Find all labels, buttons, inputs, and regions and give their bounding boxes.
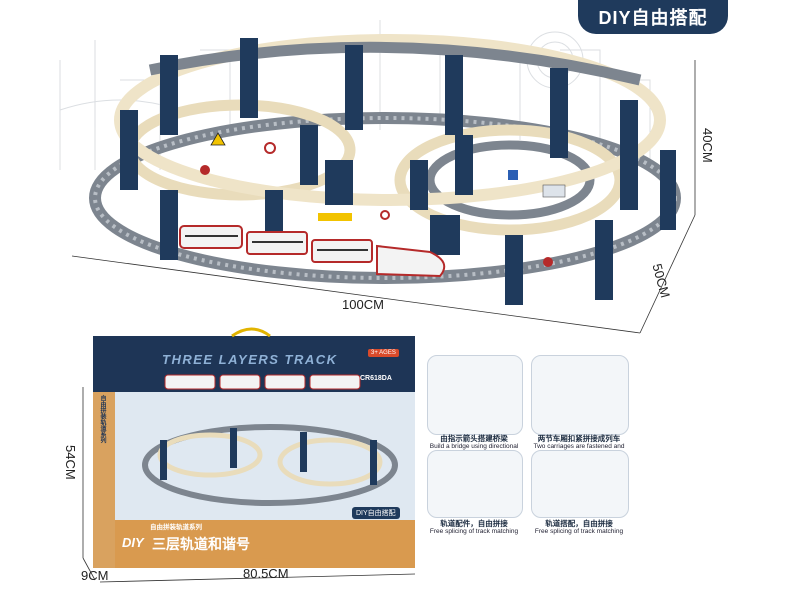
- box-model-number: CR618DA: [360, 375, 392, 382]
- dimension-lines: [71, 60, 696, 583]
- feature-caption-track-parts-cn: 轨道配件，自由拼接: [440, 519, 508, 528]
- dimension-box-depth: 9CM: [81, 568, 109, 583]
- feature-caption-track-matching-cn: 轨道搭配，自由拼接: [545, 519, 613, 528]
- feature-panel-carriages: [531, 355, 629, 435]
- box-product-name: 三层轨道和谐号: [152, 536, 250, 552]
- feature-caption-carriages-cn: 两节车厢扣紧拼接成列车: [537, 434, 621, 443]
- dimension-box-height: 54CM: [63, 445, 78, 480]
- box-top-title: THREE LAYERS TRACK: [162, 352, 338, 367]
- feature-panel-bridge: [427, 355, 523, 435]
- feature-caption-bridge-cn: 由指示箭头搭建桥梁: [440, 434, 508, 443]
- diy-badge: DIY自由搭配: [578, 0, 728, 34]
- train: [179, 225, 446, 278]
- pillars: [120, 38, 676, 305]
- road-signs: [200, 132, 566, 267]
- dimension-box-length: 80.5CM: [243, 566, 289, 581]
- feature-caption-track-parts: 轨道配件，自由拼接 Free splicing of track matchin…: [425, 519, 523, 537]
- feature-caption-track-matching-en: Free splicing of track matching: [534, 528, 624, 536]
- diy-badge-label: DIY自由搭配: [598, 8, 708, 28]
- feature-panel-track-parts: [427, 450, 523, 518]
- box-side-text: 自由拼装轨道系列: [99, 395, 105, 443]
- dimension-length: 100CM: [342, 297, 384, 312]
- feature-panel-track-matching: [531, 450, 629, 518]
- box-diy-label: DIY自由搭配: [352, 507, 400, 519]
- box-series-label: 自由拼装轨道系列: [150, 524, 202, 531]
- feature-caption-track-matching: 轨道搭配，自由拼接 Free splicing of track matchin…: [529, 519, 629, 537]
- feature-caption-track-parts-en: Free splicing of track matching: [429, 528, 519, 536]
- box-logo-text: DIY: [122, 535, 144, 550]
- box-illustration: [93, 327, 415, 568]
- box-age-badge: 3+ AGES: [368, 349, 399, 357]
- dimension-height: 40CM: [700, 128, 715, 163]
